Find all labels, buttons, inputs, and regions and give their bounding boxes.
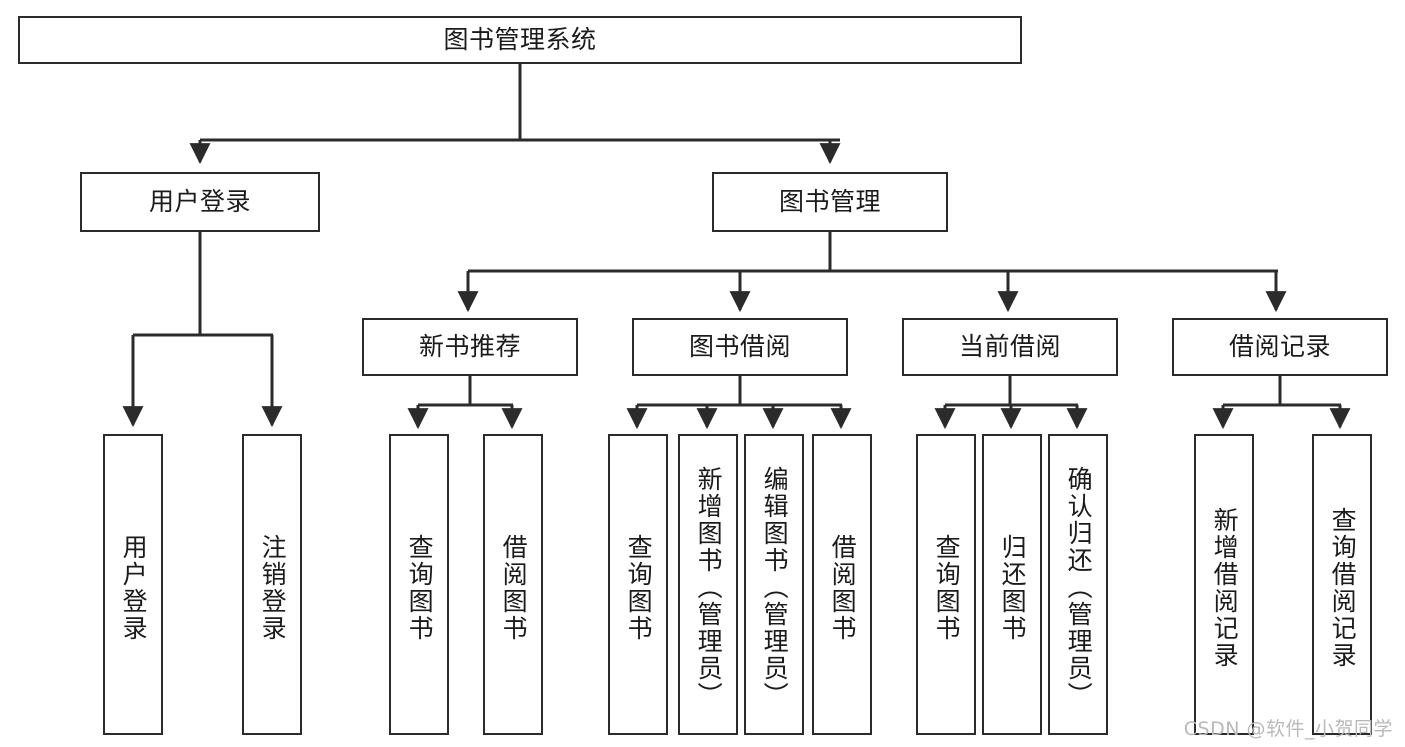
- node-label: 新增借阅记录: [1210, 506, 1240, 669]
- node-label: 用户登录: [148, 187, 251, 216]
- node-root-system[interactable]: 图书管理系统: [18, 16, 1022, 64]
- node-new-book-recommend[interactable]: 新书推荐: [362, 318, 578, 376]
- leaf-current-query-book[interactable]: 查询图书: [916, 434, 976, 735]
- node-label: 借阅图书: [828, 533, 858, 642]
- leaf-edit-book-admin[interactable]: 编辑图书（管理员）: [744, 434, 804, 735]
- node-label: 当前借阅: [958, 332, 1061, 361]
- node-label: 新增图书（管理员）: [694, 466, 724, 709]
- leaf-confirm-return-admin[interactable]: 确认归还（管理员）: [1048, 434, 1108, 735]
- node-book-borrow[interactable]: 图书借阅: [632, 318, 848, 376]
- leaf-user-login[interactable]: 用户登录: [103, 434, 163, 735]
- leaf-logout[interactable]: 注销登录: [242, 434, 302, 735]
- node-label: 借阅记录: [1228, 332, 1331, 361]
- node-current-borrow[interactable]: 当前借阅: [902, 318, 1118, 376]
- node-borrow-record[interactable]: 借阅记录: [1172, 318, 1388, 376]
- node-label: 图书管理: [778, 187, 881, 216]
- leaf-query-borrow-record[interactable]: 查询借阅记录: [1312, 434, 1372, 735]
- node-label: 编辑图书（管理员）: [760, 466, 790, 709]
- leaf-borrow-book[interactable]: 借阅图书: [812, 434, 872, 735]
- leaf-new-book-query[interactable]: 查询图书: [389, 434, 449, 735]
- node-label: 图书管理系统: [443, 25, 597, 54]
- node-label: 查询图书: [932, 533, 962, 642]
- node-label: 归还图书: [998, 533, 1028, 642]
- node-book-management[interactable]: 图书管理: [712, 172, 948, 232]
- leaf-add-book-admin[interactable]: 新增图书（管理员）: [678, 434, 738, 735]
- node-label: 图书借阅: [688, 332, 791, 361]
- leaf-return-book[interactable]: 归还图书: [982, 434, 1042, 735]
- leaf-add-borrow-record[interactable]: 新增借阅记录: [1194, 434, 1254, 735]
- leaf-borrow-query-book[interactable]: 查询图书: [608, 434, 668, 735]
- node-label: 用户登录: [119, 533, 149, 642]
- node-label: 查询借阅记录: [1328, 506, 1358, 669]
- node-label: 确认归还（管理员）: [1064, 466, 1094, 709]
- node-label: 查询图书: [624, 533, 654, 642]
- node-label: 新书推荐: [418, 332, 521, 361]
- leaf-new-book-borrow[interactable]: 借阅图书: [483, 434, 543, 735]
- node-label: 查询图书: [405, 533, 435, 642]
- node-label: 借阅图书: [499, 533, 529, 642]
- node-user-login[interactable]: 用户登录: [80, 172, 320, 232]
- node-label: 注销登录: [258, 533, 288, 642]
